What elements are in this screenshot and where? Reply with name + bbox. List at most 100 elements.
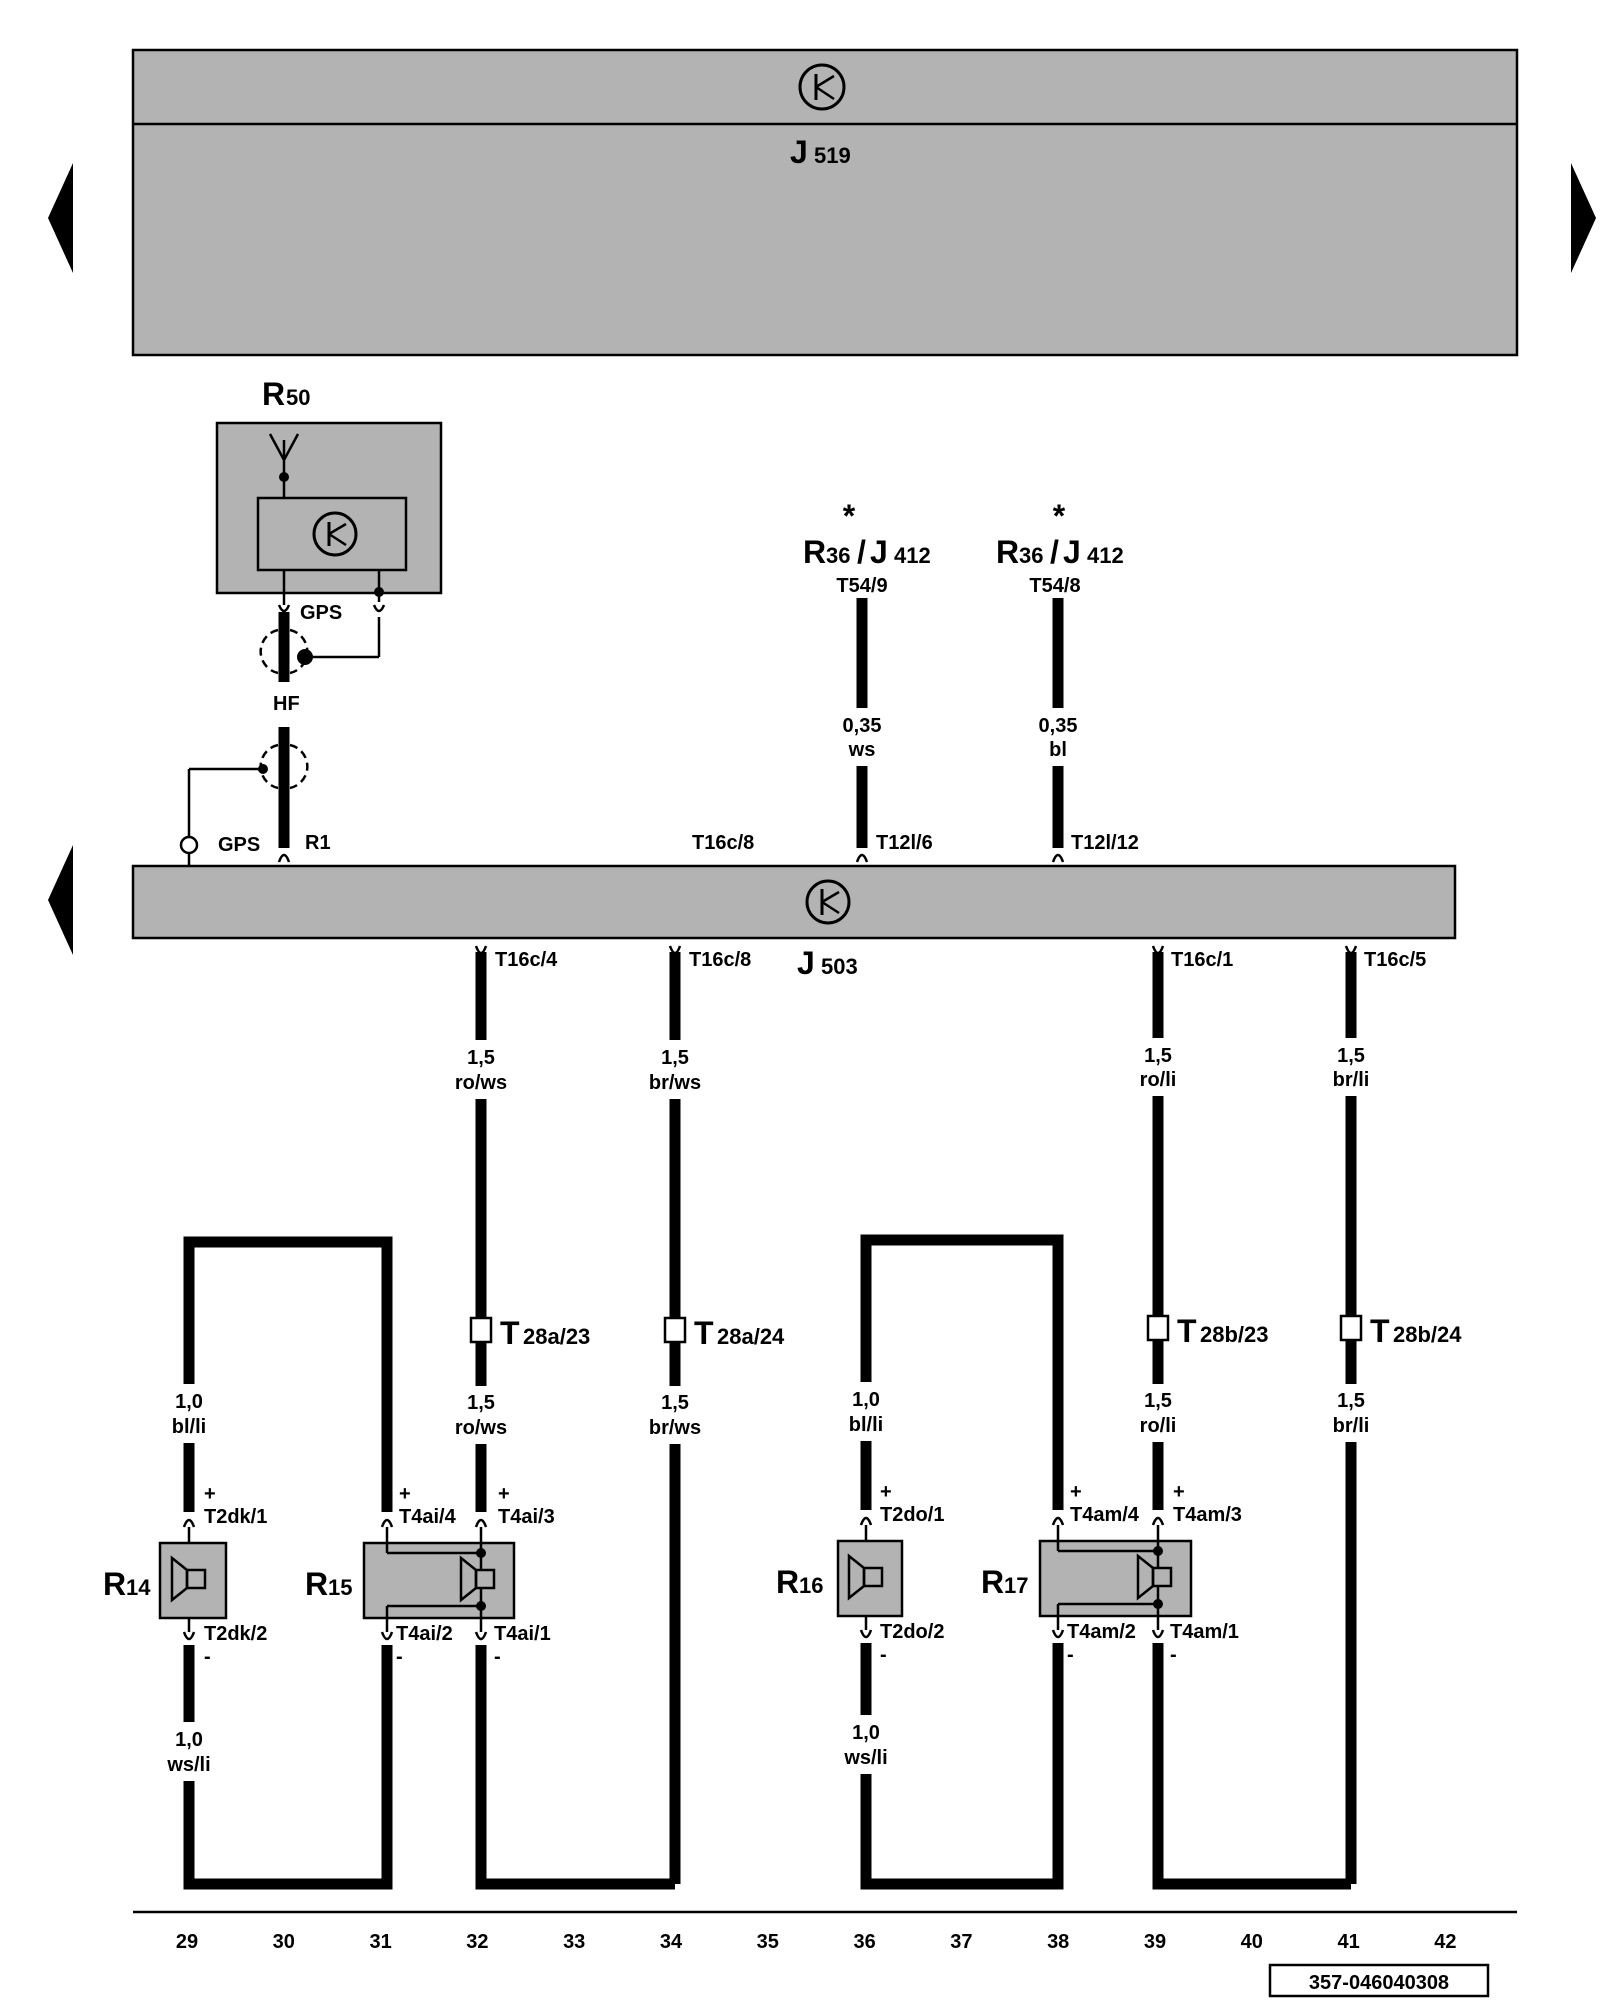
track-number: 41 — [1337, 1931, 1359, 1953]
speaker-icon — [459, 1555, 496, 1603]
polarity-minus: - — [396, 1646, 403, 1668]
diagram-id-box: 357-046040308 — [1268, 1963, 1490, 1998]
pin-label: T16c/8 — [692, 832, 754, 854]
wire-size: 1,5 — [1337, 1045, 1365, 1067]
diagram-id: 357-046040308 — [1309, 1972, 1449, 1994]
speaker-loop-right: 1,0 bl/li 1,0 ws/li — [843, 1234, 1351, 1890]
module-label-sub: 50 — [286, 385, 310, 410]
connector-letter: T — [694, 1315, 714, 1351]
speaker-r17: R 17 + T4am/4 + T4am/3 T4am/2 T4am/1 - - — [981, 1481, 1242, 1666]
connector-pin-icon — [474, 1518, 488, 1528]
connector-pin-icon — [859, 1516, 873, 1526]
track-number: 38 — [1047, 1931, 1069, 1953]
connector-pin-icon — [469, 1316, 493, 1344]
wire-size: 1,5 — [1144, 1045, 1172, 1067]
polarity-plus: + — [1070, 1481, 1082, 1503]
pin-label: T16c/1 — [1171, 949, 1233, 971]
wire-size: 1,0 — [175, 1391, 203, 1413]
connector-pin-icon — [380, 1518, 394, 1528]
pin-label: T2dk/2 — [204, 1623, 267, 1645]
connector-pin-icon — [1051, 853, 1065, 863]
ground-symbol-icon — [312, 511, 358, 557]
wire-color: ws — [848, 739, 876, 761]
pin-label: T16c/4 — [495, 949, 558, 971]
speaker-letter: R — [776, 1564, 799, 1600]
hf-label: HF — [273, 693, 300, 715]
star-mark: * — [843, 498, 856, 534]
pin-label: T4ai/1 — [494, 1623, 551, 1645]
connector-letter: T — [500, 1315, 520, 1351]
track-number: 34 — [660, 1931, 683, 1953]
polarity-plus: + — [498, 1483, 510, 1505]
track-number: 36 — [853, 1931, 875, 1953]
wire-color: ws/li — [843, 1747, 887, 1769]
pin-label: T2do/1 — [880, 1504, 944, 1526]
antenna-icon — [268, 433, 300, 498]
wire-size: 1,5 — [661, 1392, 689, 1414]
pin-label: T12l/12 — [1071, 832, 1139, 854]
pin-label: T2do/2 — [880, 1621, 944, 1643]
track-number: 35 — [757, 1931, 779, 1953]
pin-label: T4ai/3 — [498, 1506, 555, 1528]
pin-label: T12l/6 — [876, 832, 933, 854]
connector-sub: 28b/23 — [1200, 1322, 1269, 1347]
module-label-letter: J — [790, 134, 808, 170]
connector-sub: 28a/24 — [717, 1324, 785, 1349]
connector-sub: 28a/23 — [523, 1324, 590, 1349]
connector-pin-icon — [663, 1316, 687, 1344]
ref-sub: 412 — [894, 543, 931, 568]
speaker-letter: R — [103, 1566, 126, 1602]
pin-label: T54/9 — [836, 575, 887, 597]
connector-pin-icon — [182, 1631, 196, 1641]
pin-label: T54/8 — [1029, 575, 1080, 597]
polarity-minus: - — [494, 1646, 501, 1668]
wire-color: br/ws — [649, 1417, 701, 1439]
polarity-minus: - — [1170, 1644, 1177, 1666]
module-label-letter: J — [797, 945, 815, 981]
speaker-sub: 16 — [799, 1573, 823, 1598]
pin-label: T4am/4 — [1070, 1504, 1140, 1526]
speaker-letter: R — [305, 1566, 328, 1602]
track-number: 37 — [950, 1931, 972, 1953]
track-number: 33 — [563, 1931, 585, 1953]
pin-label: T4ai/4 — [399, 1506, 457, 1528]
module-j519: J 519 — [131, 48, 1519, 357]
j503-output-t16c1: T16c/1 1,5 ro/li T 28b/23 1,5 ro/li — [1140, 945, 1269, 1437]
track-number: 39 — [1144, 1931, 1166, 1953]
pin-label: T16c/8 — [689, 949, 751, 971]
track-number: 31 — [369, 1931, 391, 1953]
speaker-r15: R 15 + T4ai/4 + T4ai/3 T4ai/2 T4ai/1 - - — [305, 1483, 555, 1668]
pin-label: T4am/3 — [1173, 1504, 1242, 1526]
connector-pin-icon — [668, 945, 682, 955]
wire-color: br/li — [1333, 1069, 1370, 1091]
nav-arrow-left-icon[interactable] — [48, 163, 73, 273]
wire-size: 1,0 — [852, 1389, 880, 1411]
wire-color: bl/li — [172, 1416, 206, 1438]
speaker-r14: R 14 + T2dk/1 T2dk/2 - — [103, 1483, 267, 1668]
ref-letter: R — [996, 534, 1019, 570]
ref-sub: 412 — [1087, 543, 1124, 568]
nav-arrow-left-icon[interactable] — [48, 845, 73, 955]
wire-size: 0,35 — [843, 715, 882, 737]
polarity-plus: + — [880, 1481, 892, 1503]
external-ref-r36-j412-b: * R 36 / J 412 T54/8 0,35 bl T12l/12 — [996, 498, 1139, 863]
wire-size: 1,0 — [175, 1729, 203, 1751]
module-label-sub: 519 — [814, 143, 851, 168]
speaker-loop-left: 1,0 bl/li 1,0 ws/li — [166, 1236, 675, 1890]
polarity-minus: - — [204, 1646, 211, 1668]
wire-size: 1,5 — [1337, 1390, 1365, 1412]
pin-label: T2dk/1 — [204, 1506, 267, 1528]
speaker-sub: 15 — [328, 1575, 352, 1600]
wire-size: 1,5 — [467, 1047, 495, 1069]
wire-color: br/ws — [649, 1072, 701, 1094]
connector-pin-icon — [1051, 1629, 1065, 1639]
connector-pin-icon — [1151, 1629, 1165, 1639]
ref-letter: R — [803, 534, 826, 570]
wire-color: ro/li — [1140, 1415, 1177, 1437]
wire-size: 1,0 — [852, 1722, 880, 1744]
ref-sub: 36 — [826, 543, 850, 568]
speaker-letter: R — [981, 1564, 1004, 1600]
connector-pin-icon — [859, 1629, 873, 1639]
nav-arrow-right-icon[interactable] — [1571, 163, 1596, 273]
